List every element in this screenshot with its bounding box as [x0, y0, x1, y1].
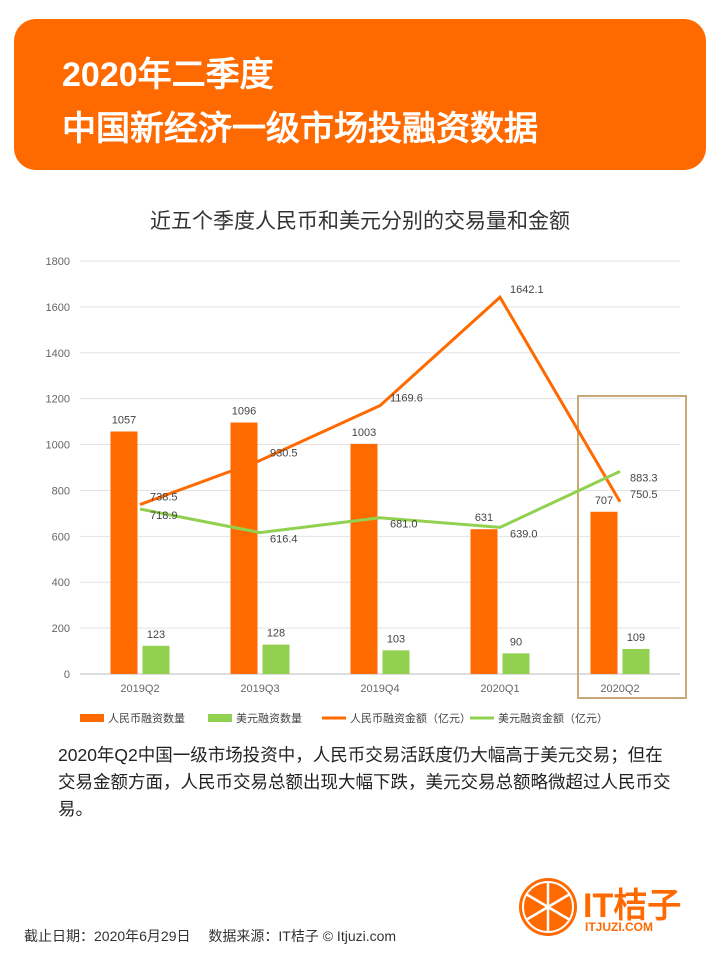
- bar-label: 1057: [112, 414, 136, 426]
- line-label: 750.5: [630, 489, 658, 501]
- line-label: 718.9: [150, 510, 178, 522]
- logo: IT桔子 ITJUZI.COM: [517, 876, 687, 938]
- bar-label: 103: [387, 633, 405, 645]
- chart: 0 200 400 600 800 1000 1200 1400 1600 1800 1057 109…: [46, 256, 687, 725]
- bar-0: [110, 431, 138, 674]
- bar-0: [350, 443, 378, 674]
- orange-logo-icon: [519, 878, 577, 936]
- bar-label: 109: [627, 632, 645, 644]
- x-tick-label: 2020Q2: [600, 683, 639, 695]
- bar-1: [142, 645, 170, 674]
- logo-url: ITJUZI.COM: [585, 920, 653, 934]
- bar-1: [382, 650, 410, 674]
- line-label: 883.3: [630, 472, 658, 484]
- line-label: 616.4: [270, 534, 298, 546]
- y-tick-label: 0: [64, 669, 70, 681]
- y-tick-label: 800: [52, 485, 70, 497]
- legend-swatch: [208, 714, 232, 722]
- y-tick-label: 200: [52, 623, 70, 635]
- y-tick-label: 1400: [46, 348, 70, 360]
- line-series-0: [139, 294, 622, 506]
- bar-0: [590, 511, 618, 674]
- y-tick-label: 400: [52, 577, 70, 589]
- y-tick-label: 1800: [46, 256, 70, 268]
- legend-label: 美元融资金额（亿元）: [498, 711, 608, 725]
- bar-1: [622, 648, 650, 674]
- description: 2020年Q2中国一级市场投资中，人民币交易活跃度仍大幅高于美元交易；但在交易金…: [58, 745, 671, 819]
- bar-label: 707: [595, 495, 613, 507]
- x-tick-label: 2019Q4: [360, 683, 399, 695]
- bar-label: 1003: [352, 427, 376, 439]
- header-banner: 2020年二季度 中国新经济一级市场投融资数据: [14, 19, 706, 170]
- line-label: 639.0: [510, 528, 538, 540]
- y-tick-label: 600: [52, 531, 70, 543]
- line-label: 1169.6: [390, 393, 423, 405]
- y-tick-label: 1200: [46, 394, 70, 406]
- x-tick-label: 2019Q3: [240, 683, 279, 695]
- bar-0: [470, 529, 498, 674]
- bar-1: [502, 653, 530, 674]
- line-label: 738.5: [150, 492, 178, 504]
- bar-label: 123: [147, 629, 165, 641]
- y-tick-label: 1600: [46, 302, 70, 314]
- legend-label: 人民币融资数量: [108, 712, 185, 725]
- bar-label: 128: [267, 628, 285, 640]
- highlight-box: [577, 395, 687, 699]
- y-tick-label: 1000: [46, 440, 70, 452]
- bar-label: 90: [510, 636, 522, 648]
- line-series-1: [139, 469, 621, 535]
- x-tick-label: 2019Q2: [120, 683, 159, 695]
- legend-label: 美元融资数量: [236, 712, 302, 725]
- header-title-line2: 中国新经济一级市场投融资数据: [62, 110, 538, 148]
- bar-0: [230, 422, 258, 674]
- chart-title: 近五个季度人民币和美元分别的交易量和金额: [150, 210, 570, 233]
- line-label: 681.0: [390, 519, 418, 531]
- bar-1: [262, 644, 290, 674]
- bar-label: 631: [475, 512, 493, 524]
- footer-source: 截止日期：2020年6月29日 数据来源：IT桔子 © Itjuzi.com: [24, 928, 397, 944]
- bar-label: 1096: [232, 406, 256, 418]
- line-label: 1642.1: [510, 284, 544, 296]
- legend-swatch: [80, 714, 104, 722]
- logo-text: IT桔子: [583, 887, 682, 925]
- legend-label: 人民币融资金额（亿元）: [350, 711, 471, 725]
- header-title-line1: 2020年二季度: [62, 56, 274, 94]
- x-tick-label: 2020Q1: [480, 683, 519, 695]
- line-label: 930.5: [270, 448, 298, 460]
